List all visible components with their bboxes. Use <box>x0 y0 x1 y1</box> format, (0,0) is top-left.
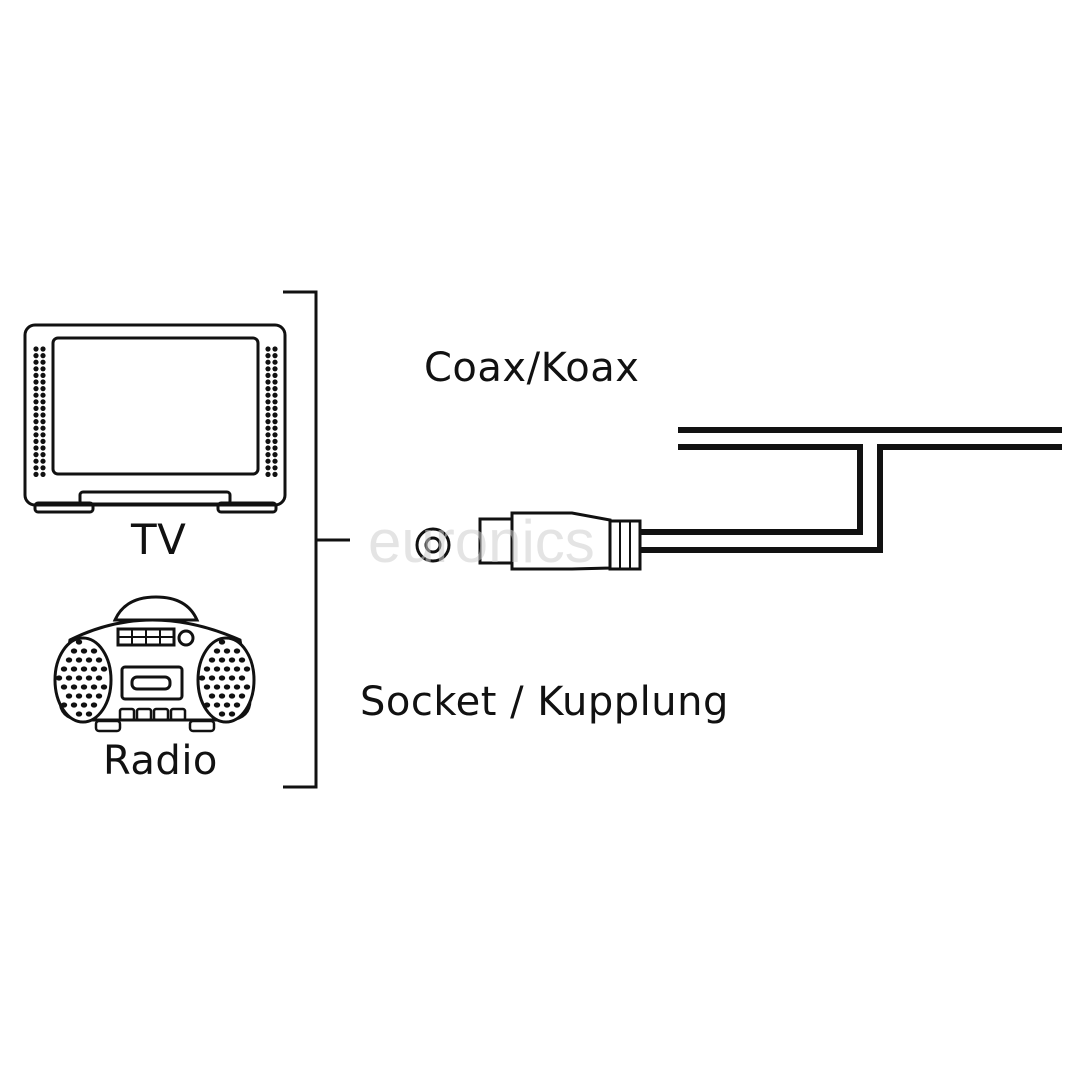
tv-speaker-right <box>265 346 278 477</box>
tv-label: TV <box>131 515 187 564</box>
antenna-icon <box>640 427 1062 553</box>
cable-type-label: Coax/Koax <box>424 345 640 391</box>
coax-socket-icon <box>415 511 642 571</box>
device-bracket <box>283 290 350 789</box>
radio-icon <box>53 595 256 733</box>
tv-speaker-left <box>33 346 46 477</box>
connector-label: Socket / Kupplung <box>360 679 729 725</box>
radio-speaker-left <box>55 639 108 717</box>
tv-icon <box>23 323 287 514</box>
radio-label: Radio <box>103 738 218 784</box>
radio-speaker-right <box>198 639 251 717</box>
